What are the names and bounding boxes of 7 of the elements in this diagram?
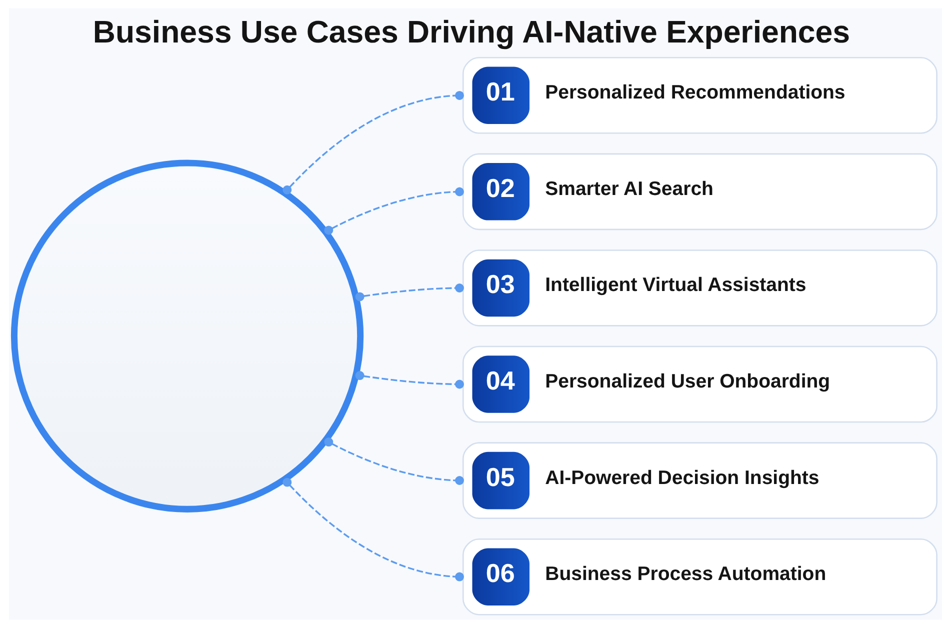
connector xyxy=(282,478,464,582)
connector xyxy=(282,90,464,194)
connector xyxy=(324,438,464,485)
connector xyxy=(354,371,464,389)
connector xyxy=(354,284,464,302)
diagram-title: Business Use Cases Driving AI-Native Experiences xyxy=(92,14,850,50)
connector xyxy=(324,187,464,235)
